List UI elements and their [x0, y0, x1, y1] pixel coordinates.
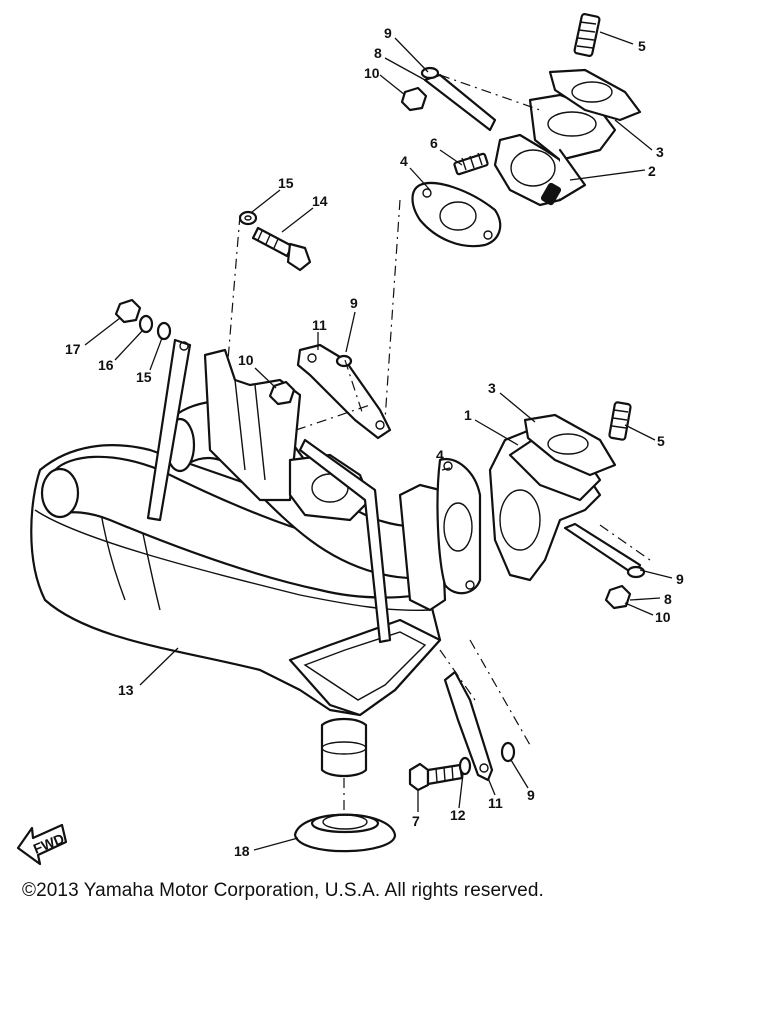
upper-small-stud	[453, 152, 489, 176]
callout-18: 18	[234, 843, 250, 859]
lower-washer-nut	[604, 565, 646, 610]
callout-5: 5	[657, 433, 665, 449]
exploded-parts-diagram: 5 9 8 10 3 2 6 4 15 14 9 11 17 16 15 10 …	[16, 13, 684, 866]
callout-10: 10	[364, 65, 380, 81]
copyright-notice: ©2013 Yamaha Motor Corporation, U.S.A. A…	[22, 880, 544, 901]
lower-gasket	[523, 413, 617, 477]
callout-7: 7	[412, 813, 420, 829]
callout-12: 12	[450, 807, 466, 823]
callout-15: 15	[278, 175, 294, 191]
callout-9: 9	[384, 25, 392, 41]
fwd-arrow-icon: FWD	[16, 823, 68, 866]
callout-numbers: 5 9 8 10 3 2 6 4 15 14 9 11 17 16 15 10 …	[65, 25, 684, 859]
leader-lines	[84, 31, 673, 851]
callout-14: 14	[312, 193, 328, 209]
lower-bracket-plate	[443, 670, 494, 782]
callout-6: 6	[430, 135, 438, 151]
callout-15: 15	[136, 369, 152, 385]
upper-flange-gasket	[411, 181, 502, 248]
lower-stud	[608, 401, 632, 441]
lower-clamp-strap	[563, 522, 642, 577]
upper-bracket-plate	[296, 343, 392, 440]
callout-4: 4	[400, 153, 408, 169]
lower-spring-washer	[458, 756, 472, 776]
upper-bolt-washer	[238, 210, 258, 226]
callout-8: 8	[374, 45, 382, 61]
upper-gasket	[548, 68, 642, 122]
mounting-bracket	[146, 338, 392, 644]
callout-2: 2	[648, 163, 656, 179]
callout-17: 17	[65, 341, 81, 357]
tailpipe-grommet	[293, 813, 397, 853]
upper-clamp-strap	[423, 73, 497, 132]
upper-bolt	[251, 226, 312, 272]
callout-13: 13	[118, 682, 134, 698]
callout-10: 10	[238, 352, 254, 368]
callout-3: 3	[656, 144, 664, 160]
upper-bracket-washer	[335, 354, 353, 368]
callout-9: 9	[676, 571, 684, 587]
callout-4: 4	[436, 447, 444, 463]
lower-bolt	[408, 762, 464, 792]
callout-1: 1	[464, 407, 472, 423]
left-nut-washers	[114, 298, 172, 341]
upper-exhaust-flange	[493, 93, 617, 207]
lower-washer	[500, 741, 516, 763]
callout-9: 9	[350, 295, 358, 311]
callout-8: 8	[664, 591, 672, 607]
callout-16: 16	[98, 357, 114, 373]
assembly-lines	[227, 74, 651, 812]
upper-washer-nut	[400, 66, 440, 112]
fwd-label: FWD	[31, 830, 67, 857]
lower-flange-gasket	[436, 457, 482, 595]
upper-stud	[573, 13, 601, 57]
callout-10: 10	[655, 609, 671, 625]
callout-5: 5	[638, 38, 646, 54]
callout-11: 11	[488, 795, 503, 811]
callout-9: 9	[527, 787, 535, 803]
callout-11: 11	[312, 317, 327, 333]
callout-3: 3	[488, 380, 496, 396]
